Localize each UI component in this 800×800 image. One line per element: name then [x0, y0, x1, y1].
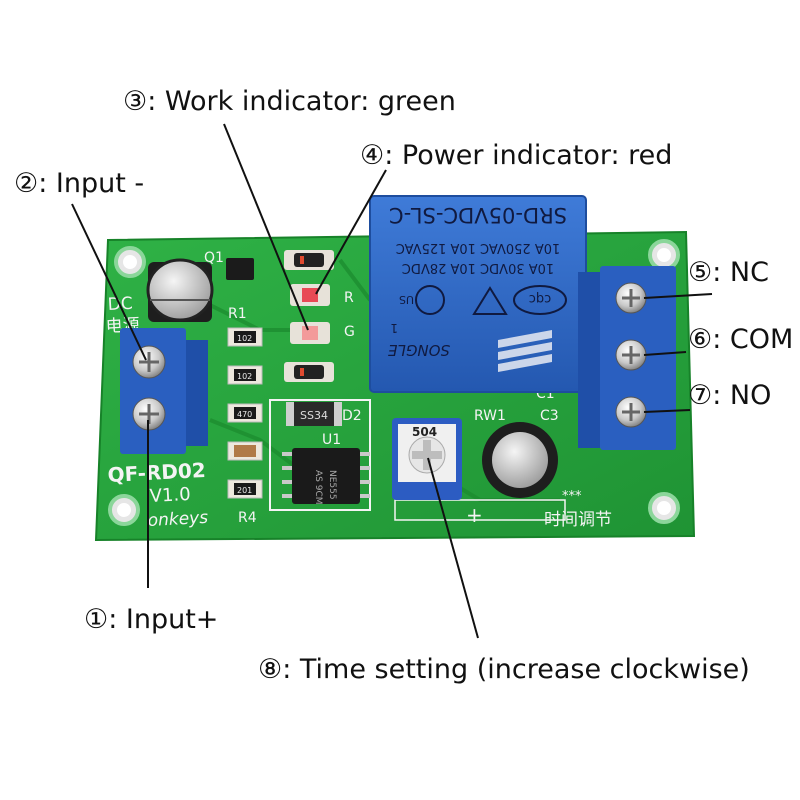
relay-rating-2: 10A 30VDC 10A 28VDC: [402, 260, 554, 275]
callout-power-indicator: ④: Power indicator: red: [360, 140, 673, 171]
relay-cert-mark: cqc: [513, 285, 567, 315]
refdes-u1: U1: [322, 432, 341, 448]
refdes-r4: R4: [238, 510, 257, 526]
resistor-code-1: 102: [237, 334, 252, 343]
resistors: 102 102 470 102 201: [227, 327, 263, 499]
model-label: QF-RD02: [107, 458, 206, 487]
relay-model: SRD-05VDC-SL-C: [389, 203, 567, 227]
version-label: V1.0: [149, 484, 191, 507]
callout-no: ⑦: NO: [688, 380, 772, 411]
refdes-g: G: [344, 324, 355, 340]
relay-ul-mark: US: [399, 285, 445, 315]
relay: SRD-05VDC-SL-C 10A 250VAC 10A 125VAC 10A…: [369, 195, 587, 393]
diode-ss34: SS34: [286, 402, 342, 426]
time-cn-label: 时间调节: [544, 510, 612, 530]
refdes-r: R: [344, 290, 354, 306]
leader-input-minus: [71, 203, 147, 361]
maker-label: onkeys: [147, 508, 209, 531]
potentiometer: 504: [392, 418, 462, 500]
capacitor-right: [482, 422, 558, 498]
refdes-c3: C3: [540, 408, 559, 424]
refdes-q1: Q1: [204, 250, 224, 266]
callout-nc: ⑤: NC: [688, 257, 769, 288]
top-diode: [284, 250, 334, 270]
leader-lines: [71, 123, 713, 639]
leader-work-indicator: [223, 123, 309, 331]
relay-terminal: [578, 266, 676, 450]
refdes-rw1: RW1: [474, 408, 506, 424]
pot-code: 504: [412, 425, 437, 439]
leader-nc: [643, 293, 713, 299]
red-led: [290, 284, 330, 306]
leader-com: [643, 351, 687, 356]
refdes-r1: R1: [228, 306, 247, 322]
relay-rating-1: 10A 250VAC 10A 125VAC: [396, 240, 561, 255]
relay-triangle-mark: [472, 286, 508, 315]
stars-label: ***: [562, 489, 582, 504]
leader-no: [643, 409, 691, 413]
callout-input-plus: ①: Input+: [84, 604, 219, 635]
capacitor-left: [146, 258, 214, 322]
callout-com: ⑥: COM: [688, 324, 794, 355]
callout-work-indicator: ③: Work indicator: green: [123, 86, 456, 117]
transistor-q1: [226, 258, 254, 280]
ic-line-2: AS 9CM: [313, 470, 323, 505]
plus-mark: +: [466, 503, 483, 527]
resistor-code-5: 201: [237, 486, 252, 495]
relay-logo: [498, 330, 552, 372]
resistor-code-3: 470: [237, 410, 252, 419]
callout-input-minus: ②: Input -: [14, 168, 145, 199]
refdes-d2: D2: [342, 408, 362, 424]
diode-label: SS34: [300, 409, 328, 422]
relay-ul-text: US: [399, 293, 414, 306]
ic-line-1: NE555: [327, 470, 337, 500]
resistor-code-2: 102: [237, 372, 252, 381]
relay-pin-mark: 1: [390, 321, 398, 335]
ic-ne555: NE555 AS 9CM: [282, 448, 370, 505]
leader-power-indicator: [315, 169, 387, 295]
input-terminal: [120, 328, 208, 454]
callout-time-setting: ⑧: Time setting (increase clockwise): [258, 654, 750, 685]
green-led: [290, 322, 330, 344]
leader-time-setting: [427, 457, 479, 639]
relay-brand: SONGLE: [387, 341, 450, 359]
relay-cert-text: cqc: [529, 291, 552, 306]
mid-diode: [284, 362, 334, 382]
